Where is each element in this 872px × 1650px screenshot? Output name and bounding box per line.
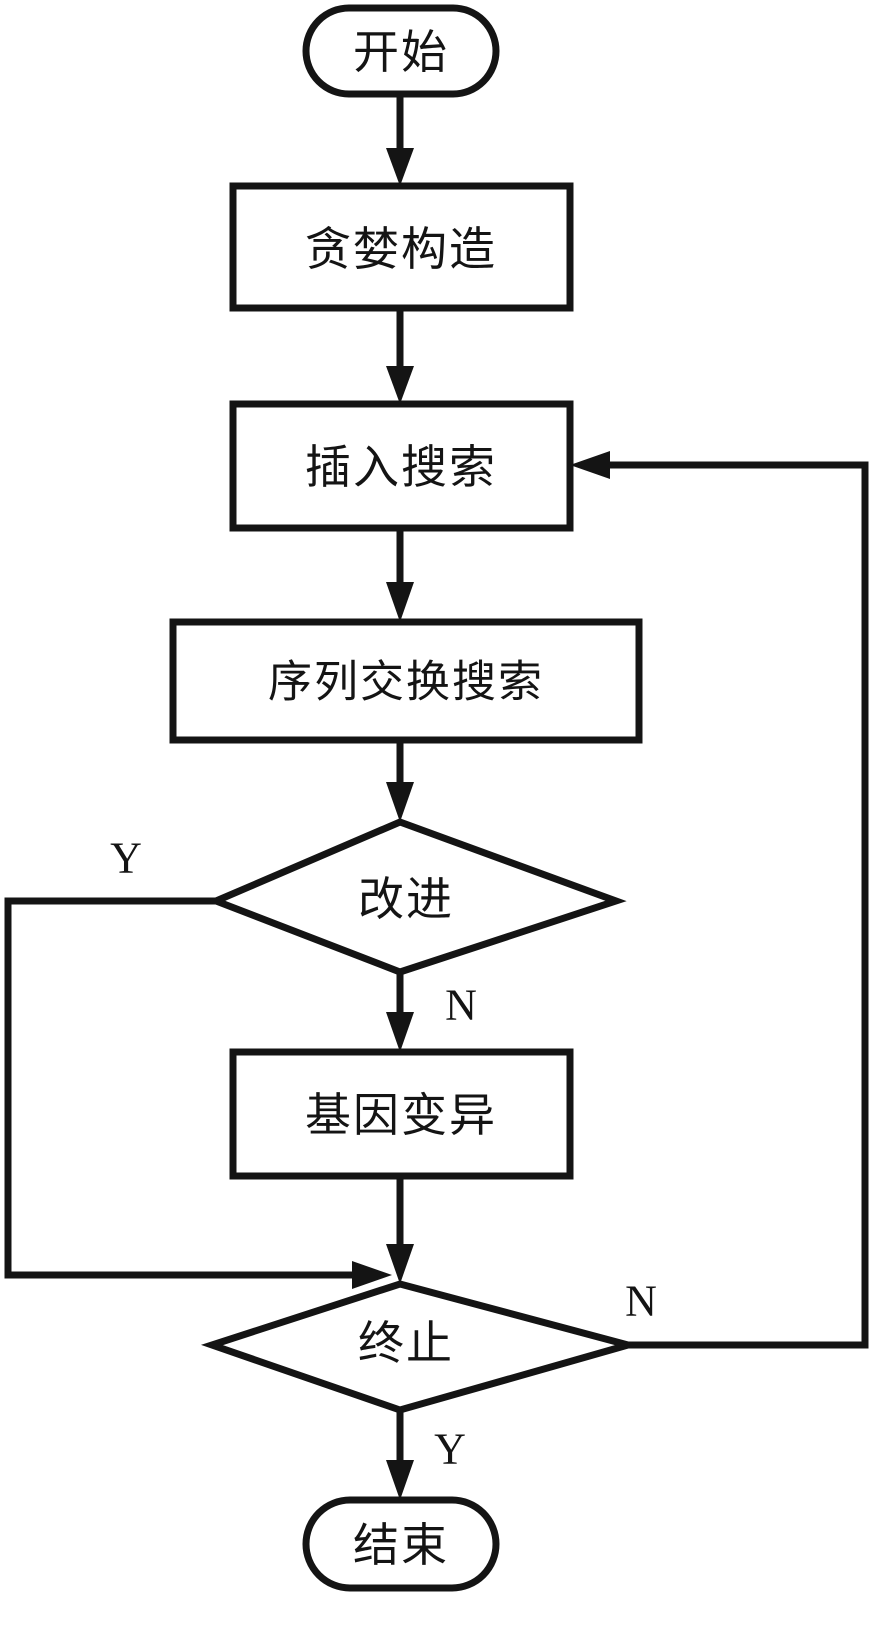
edge-greedy-to-insert [386,308,414,404]
edge-label-improve-no: N [445,981,477,1030]
node-greedy-construction-label: 贪婪构造 [305,222,497,276]
edge-label-improve-yes: Y [110,834,142,883]
arrow-head-icon [352,1261,392,1289]
arrow-head-icon [386,582,414,622]
edge-improve-yes-loop [4,897,392,1289]
node-stop-decision-label: 终止 [358,1316,454,1370]
edge-improve-no-to-mutate [386,972,414,1052]
node-gene-mutation[interactable]: 基因变异 [229,1048,574,1180]
edge-insert-to-exchange [386,528,414,622]
node-improve-decision-label: 改进 [358,872,454,926]
node-greedy-construction[interactable]: 贪婪构造 [229,182,574,312]
arrow-head-icon [386,1244,414,1284]
node-start-label: 开始 [353,25,449,79]
edge-exchange-to-improve [386,740,414,822]
edge-mutate-to-stop [386,1176,414,1284]
arrow-head-icon [386,1012,414,1052]
node-sequence-exchange-search[interactable]: 序列交换搜索 [169,618,643,744]
arrow-head-icon [386,148,414,186]
node-end[interactable]: 结束 [302,1496,500,1592]
arrow-head-icon [386,366,414,404]
node-improve-decision[interactable]: 改进 [206,818,627,976]
node-sequence-exchange-search-label: 序列交换搜索 [268,657,544,708]
arrow-head-icon [570,451,610,479]
edge-stop-no-loop [570,451,869,1349]
edge-label-stop-yes: Y [434,1425,466,1474]
node-gene-mutation-label: 基因变异 [305,1088,497,1142]
node-end-label: 结束 [353,1518,449,1572]
node-start[interactable]: 开始 [302,4,500,98]
edge-start-to-greedy [386,94,414,186]
node-stop-decision[interactable]: 终止 [200,1280,642,1414]
edge-stop-yes-to-end [386,1410,414,1500]
node-insertion-search[interactable]: 插入搜索 [229,400,574,532]
arrow-head-icon [386,1460,414,1500]
arrow-head-icon [386,782,414,822]
edge-label-stop-no: N [625,1277,657,1326]
node-insertion-search-label: 插入搜索 [305,440,497,494]
